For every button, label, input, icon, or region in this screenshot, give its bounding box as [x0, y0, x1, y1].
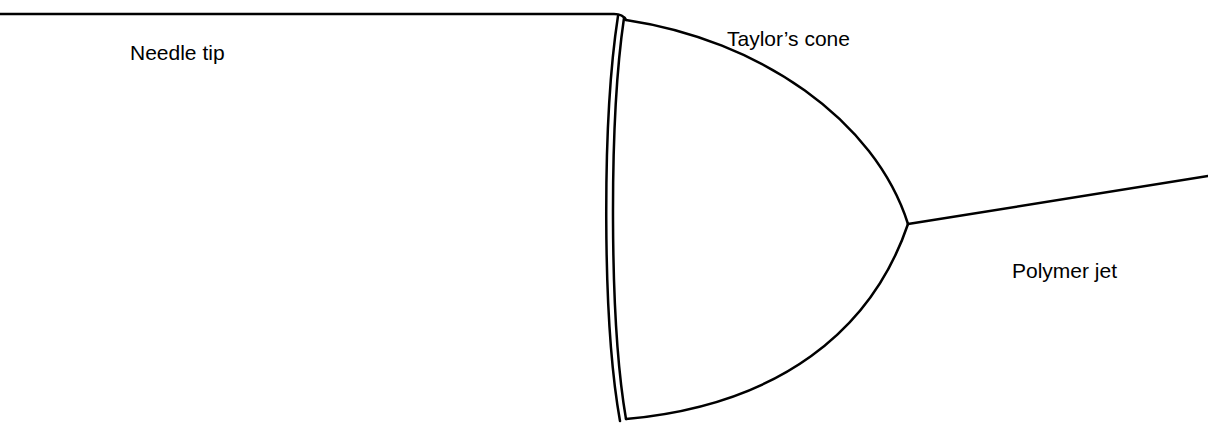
needle-tip-line	[0, 14, 626, 20]
needle-label: Needle tip	[130, 40, 225, 65]
jet-label: Polymer jet	[1012, 258, 1117, 283]
polymer-jet-line	[908, 176, 1208, 224]
cone-lower-edge	[626, 224, 908, 419]
cone-upper-edge	[626, 20, 908, 224]
cone-label: Taylor’s cone	[727, 26, 850, 51]
meniscus-inner	[613, 18, 626, 419]
